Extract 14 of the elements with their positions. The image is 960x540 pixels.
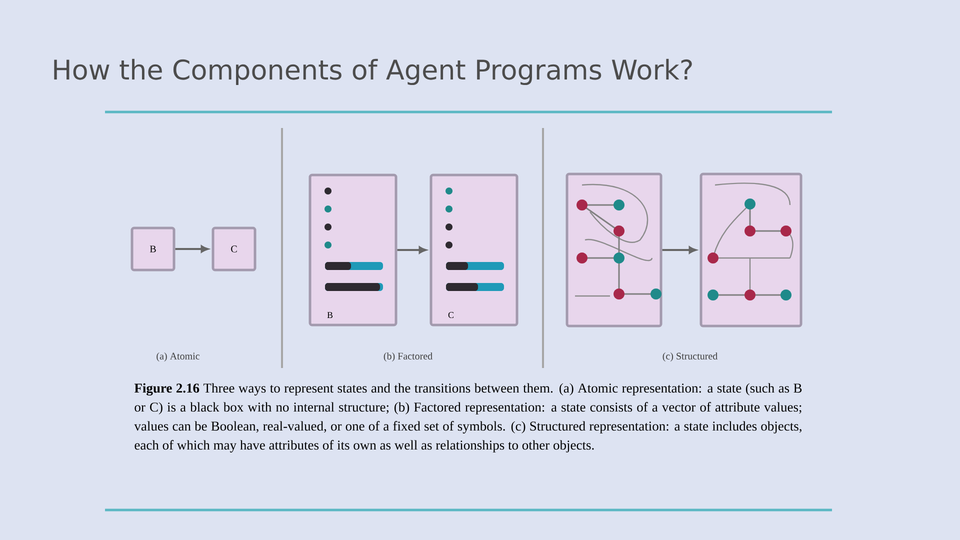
slide-title: How the Components of Agent Programs Work? <box>54 58 692 86</box>
arrow <box>397 246 426 254</box>
state-box: B <box>308 174 398 326</box>
subfigure-label: (c) Structured <box>662 352 718 362</box>
figure-caption: Figure 2.16 Three ways to represent states and the transitions between them. (a) Atomic representation: a state (such as B or C) is a black box with no internal structure; (b) Factored representation: a state consists of a vector of attribute values; values can be Boolean, real-valued, or one of a fixed set of symbols. (c) Structured representation: a state includes objects, each of which may have attributes of its own as well as relationships to other objects. <box>134 383 802 452</box>
subfigure-label: (b) Factored <box>384 352 432 362</box>
subfigure-label: (a) Atomic <box>156 352 200 362</box>
arrow <box>175 245 208 253</box>
state-box <box>566 172 662 328</box>
state-box: B <box>130 226 176 272</box>
state-box <box>700 172 802 328</box>
state-box: C <box>430 174 518 326</box>
arrow <box>662 246 696 254</box>
state-box: C <box>212 226 256 272</box>
